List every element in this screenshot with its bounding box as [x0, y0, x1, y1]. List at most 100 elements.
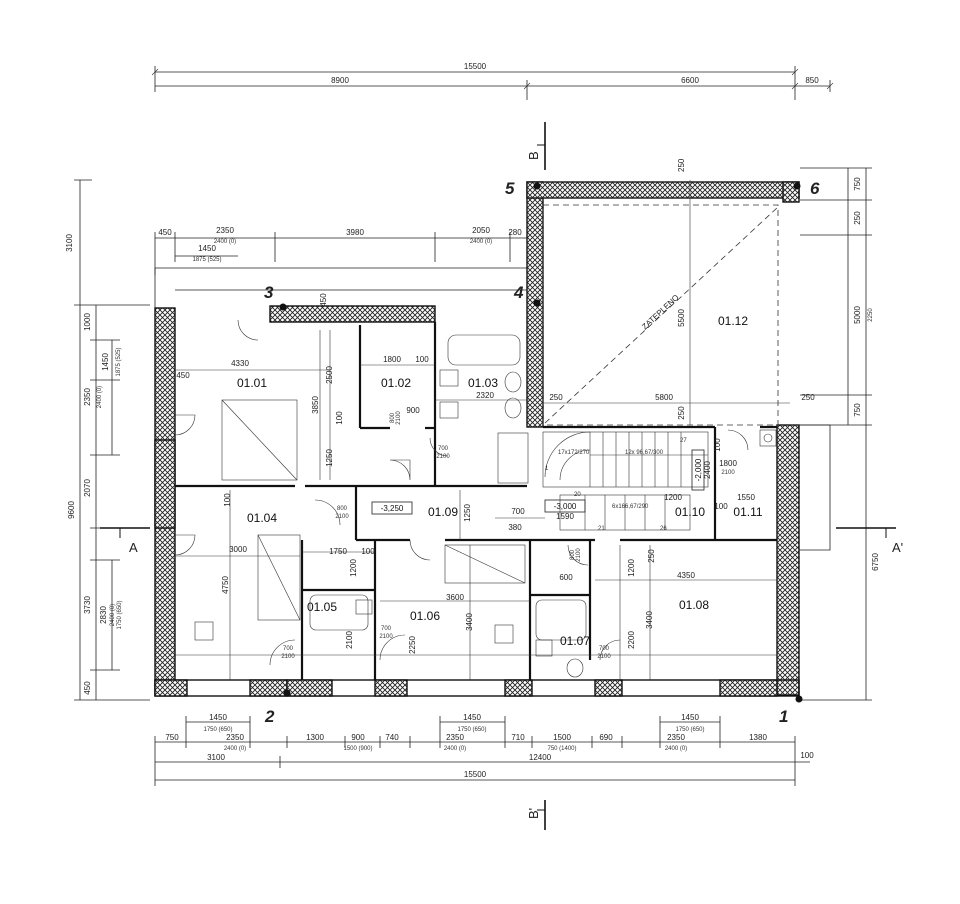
axis-label-4: 4 [513, 283, 524, 302]
terrace-diagonal [544, 206, 779, 424]
dim-inner-2100b: 2100 [436, 454, 450, 460]
dim-inner-3400: 3400 [465, 613, 474, 631]
dim-inner-5800: 5800 [655, 393, 673, 402]
dim-left-3730: 3730 [83, 596, 92, 614]
dim-left-3100: 3100 [65, 234, 74, 252]
dim-inner-250b: 250 [801, 393, 815, 402]
dim-bottom-c1450: 1450 [681, 713, 699, 722]
dim-bottom-a1750: 1750 (650) [203, 727, 232, 733]
dim-bottom-12400: 12400 [529, 753, 552, 762]
dim-inner-1590: 1590 [556, 512, 574, 521]
axis-label-6: 6 [810, 179, 820, 198]
balcony-outline [790, 424, 831, 551]
dim-left-2830: 2830 [99, 606, 108, 624]
dim-inner-700e: 700 [599, 646, 610, 652]
dim-top-2050: 2050 [472, 226, 490, 235]
section-lines [100, 122, 896, 830]
level-label-1: -3,250 [381, 504, 404, 513]
room-label-01-05: 01.05 [307, 600, 337, 614]
stair-20: 20 [574, 492, 581, 498]
dim-bottom-690: 690 [599, 733, 613, 742]
room-label-01-06: 01.06 [410, 609, 440, 623]
room-label-01-03: 01.03 [468, 376, 498, 390]
level-box-3 [691, 449, 705, 491]
dim-inner-800c: 800 [570, 549, 576, 560]
axis-dot-1 [795, 695, 803, 703]
axis-label-5: 5 [505, 179, 515, 198]
axis-dot-6 [793, 182, 801, 190]
dim-bottom-740: 740 [385, 733, 399, 742]
dim-inner-100f: 100 [713, 438, 722, 452]
dim-bottom-2400b: 2400 (0) [444, 746, 466, 752]
dim-top-2350: 2350 [216, 226, 234, 235]
doors [174, 319, 749, 666]
dim-inner-2500: 2500 [325, 366, 334, 384]
stair-1: 1 [545, 466, 549, 472]
room-label-01-01: 01.01 [237, 376, 267, 390]
dim-inner-800: 800 [390, 412, 396, 423]
dim-right-top: 6600 [681, 76, 699, 85]
dim-inner-2100g: 2100 [576, 548, 582, 562]
dim-bottom-1500b: 1500 [553, 733, 571, 742]
dim-bottom-900: 900 [351, 733, 365, 742]
stair-note-3: 6x166,67/290 [612, 504, 649, 510]
dim-inner-100b: 100 [415, 355, 429, 364]
dim-top-1450: 1450 [198, 244, 216, 253]
dim-bottom-2350: 2350 [226, 733, 244, 742]
stair-26: 26 [660, 526, 667, 532]
room-label-01-04: 01.04 [247, 511, 277, 525]
dim-bottom-2400a: 2400 (0) [224, 746, 246, 752]
dim-right-2250: 2250 [868, 308, 874, 322]
dim-inner-700c: 700 [381, 626, 392, 632]
top-dimension-lines [151, 66, 834, 275]
dim-inner-100: 100 [335, 411, 344, 425]
right-dimension-lines [790, 167, 872, 701]
dim-inner-1200c: 1200 [627, 559, 636, 577]
room-label-01-08: 01.08 [679, 598, 709, 612]
dim-left-top: 8900 [331, 76, 349, 85]
dim-inner-100c: 100 [714, 502, 728, 511]
dim-bottom-1500: 1500 (900) [343, 746, 372, 752]
staircase [542, 431, 709, 531]
dim-inner-2100e: 2100 [345, 631, 354, 649]
dim-inner-1800b: 1800 [719, 459, 737, 468]
dim-left-1450: 1450 [101, 353, 110, 371]
room-label-01-12: 01.12 [718, 314, 748, 328]
dim-inner-100e: 100 [361, 547, 375, 556]
dim-left-450: 450 [83, 681, 92, 695]
room-label-01-10: 01.10 [675, 505, 705, 519]
stair-27: 27 [680, 438, 687, 444]
dim-inner-450b: 450 [319, 293, 328, 307]
axis-label-3: 3 [264, 283, 274, 302]
dim-inner-2100d: 2100 [335, 514, 349, 520]
dim-inner-800b: 800 [337, 506, 348, 512]
dim-left-2350: 2350 [83, 388, 92, 406]
dim-inner-1200: 1200 [664, 493, 682, 502]
dim-side-top: 850 [805, 76, 819, 85]
dim-total-top: 15500 [464, 62, 487, 71]
dim-inner-600: 600 [559, 573, 573, 582]
dim-inner-3400b: 3400 [645, 611, 654, 629]
dim-inner-2100h: 2100 [281, 654, 295, 660]
dim-bottom-3100: 3100 [207, 753, 225, 762]
dim-inner-250-lower: 250 [647, 549, 656, 563]
dim-left-2400: 2400 (0) [97, 386, 103, 408]
dim-bottom-1380: 1380 [749, 733, 767, 742]
axis-dot-4 [533, 299, 541, 307]
dim-bottom-a1450: 1450 [209, 713, 227, 722]
stair-21: 21 [598, 526, 605, 532]
dim-bottom-710: 710 [511, 733, 525, 742]
axis-label-1: 1 [779, 707, 788, 726]
stair-note-2: 12x 96,67/300 [625, 450, 664, 456]
dim-left-1875: 1875 (525) [116, 347, 122, 376]
room-label-01-07: 01.07 [560, 634, 590, 648]
building-walls [154, 181, 800, 697]
dim-bottom-750: 750 [165, 733, 179, 742]
dim-inner-250: 250 [549, 393, 563, 402]
dim-top-2400b: 2400 (0) [470, 239, 492, 245]
level-box-2 [544, 499, 586, 513]
stair-note-1: 17x172/270 [558, 450, 590, 456]
section-label-a: A [129, 540, 138, 555]
fixtures [194, 334, 777, 678]
